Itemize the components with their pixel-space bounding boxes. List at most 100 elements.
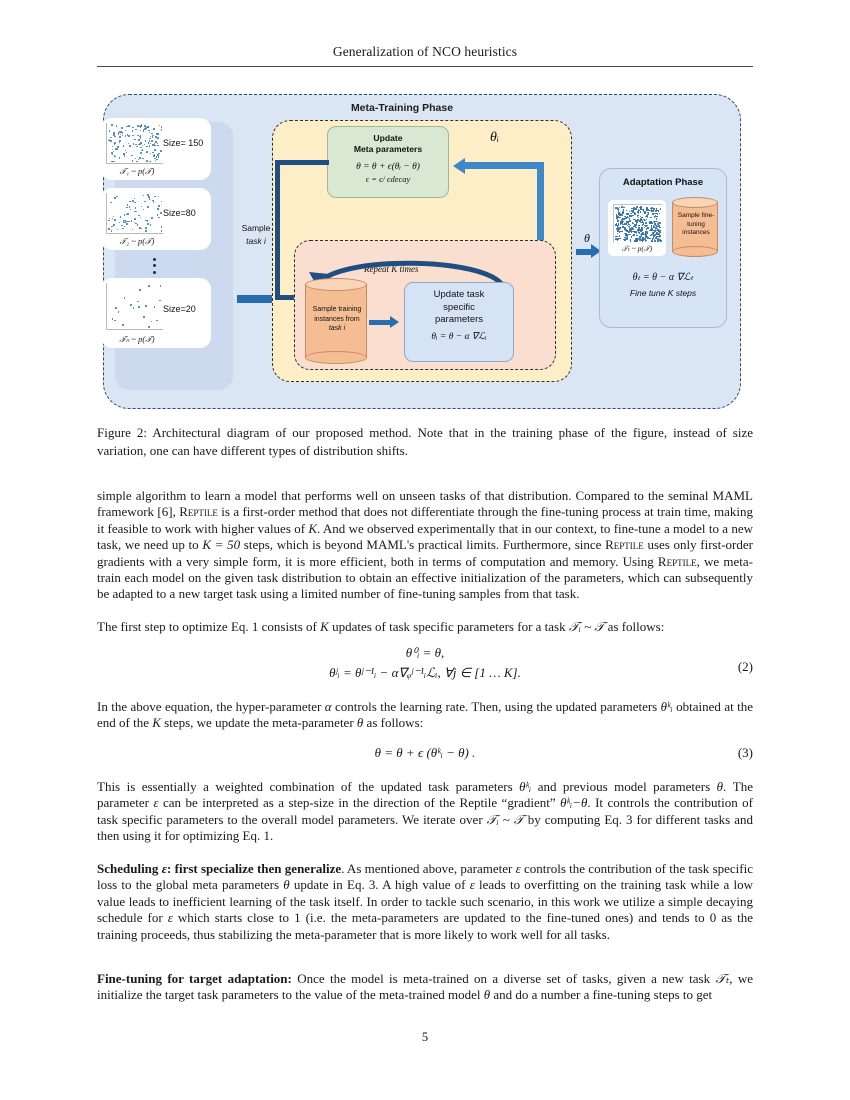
adaptation-task-card: 𝒯ₜ ~ p(𝒯): [608, 200, 666, 256]
sample-task-arrow-shaft: [237, 295, 289, 303]
p2-text-2: updates of task specific parameters for …: [328, 619, 569, 634]
equation-3: θ = θ + ϵ (θᵏᵢ − θ) . (3): [97, 745, 753, 761]
sample-task-label: Sample task i: [241, 223, 271, 246]
figure-caption-text: Architectural diagram of our proposed me…: [97, 425, 753, 458]
p5-text-1: . As mentioned above, parameter: [341, 861, 516, 876]
p2-text-3: as follows:: [604, 619, 665, 634]
meta-to-task-elbow-foot: [275, 295, 297, 300]
task-distribution-label: 𝒯₂ ~ p(𝒯): [119, 236, 155, 246]
p5-text-4: leads to overfitting on the training tas…: [97, 877, 753, 926]
meta-to-task-elbow-vertical: [275, 160, 280, 299]
theta-i-label: θᵢ: [490, 130, 500, 145]
p5-text-3: update in Eq. 3. A high value of: [289, 877, 470, 893]
p4-text-5: . It controls the contribution of task s…: [97, 795, 753, 827]
p3-symbol-alpha: α: [324, 699, 332, 714]
p3-symbol-thetaK: θᵏᵢ: [660, 699, 673, 714]
p5-text-5: which starts close to 1 (i.e. the meta-p…: [97, 910, 753, 942]
task-size-label: Size=80: [163, 208, 196, 218]
cylinder-text-3: task i: [328, 325, 346, 332]
p5-text-2: controls the contribution of the task sp…: [97, 861, 754, 893]
theta-i-arrow-head: [453, 158, 465, 174]
p4-text-1: This is essentially a weighted combinati…: [97, 779, 520, 794]
theta-output-arrow-shaft: [576, 249, 592, 255]
p6-text-2: , we initialize the target task paramete…: [97, 971, 753, 1003]
cylinder-top: [672, 197, 718, 208]
equation-2-line-2: θʲᵢ = θʲ⁻¹ᵢ − α∇ᵩʲ⁻¹ᵢℒᵢ, ∀j ∈ [1 … K].: [329, 665, 521, 680]
p3-text-3: obtained at the end of the: [97, 699, 753, 731]
p4-symbol-epsilon: ε: [153, 795, 159, 811]
p4-text-3: . The parameter: [97, 779, 753, 811]
p6-text-1: Once the model is meta-trained on a dive…: [291, 971, 716, 986]
scatter-plot-icon: [106, 193, 163, 234]
p3-text-1: In the above equation, the hyper-paramet…: [97, 699, 325, 714]
paragraph-weighted-combination: This is essentially a weighted combinati…: [97, 779, 753, 845]
p3-symbol-theta: θ: [356, 715, 364, 731]
p1-reptile-3: Reptile: [657, 553, 697, 569]
p1-text-3: . And we observed experimentally that in…: [97, 520, 754, 553]
cylinder-text-2: instances from: [314, 315, 360, 323]
theta-i-arrow-horizontal: [465, 162, 541, 169]
p1-text-6: , we meta-train each model on the given …: [97, 553, 753, 602]
task-card: Size=20 𝒯ₙ ~ p(𝒯): [101, 278, 211, 348]
p5-symbol-eps-2: ε: [469, 877, 475, 893]
theta-output-label: θ: [584, 231, 590, 245]
task-card: Size= 150 𝒯₁ ~ p(𝒯): [101, 118, 211, 180]
update-meta-title-1: Update: [373, 133, 403, 143]
cylinder-to-task-arrow-head: [390, 316, 399, 328]
p5-symbol-eps-3: ε: [167, 910, 173, 926]
cylinder-top: [305, 278, 367, 291]
equation-2-line-1: θ⁰ᵢ = θ,: [405, 645, 445, 660]
cylinder-bottom: [305, 351, 367, 364]
p2-text-1: The first step to optimize Eq. 1 consist…: [97, 619, 321, 634]
equation-2: θ⁰ᵢ = θ, θʲᵢ = θʲ⁻¹ᵢ − α∇ᵩʲ⁻¹ᵢℒᵢ, ∀j ∈ […: [97, 645, 753, 681]
p5-heading-epsilon: ε: [161, 861, 168, 876]
adapt-cylinder-text-3: instances: [682, 229, 710, 236]
p1-reptile-1: Reptile: [179, 504, 218, 520]
paragraph-scheduling: Scheduling ε: first specialize then gene…: [97, 861, 753, 943]
p2-symbol-task: 𝒯ᵢ ~ 𝒯: [568, 619, 605, 634]
equation-3-body: θ = θ + ϵ (θᵏᵢ − θ) .: [374, 745, 476, 760]
scatter-plot-icon: [106, 123, 163, 164]
adapt-cylinder-text-2: tuning: [687, 220, 705, 228]
p4-text-2: and previous model parameters: [531, 779, 717, 794]
sample-finetuning-instances-cylinder: Sample fine- tuning instances: [672, 197, 718, 257]
p6-symbol-theta: θ: [483, 987, 491, 1003]
update-task-title-2: specific: [443, 301, 475, 313]
update-meta-equation-2: ϵ = ϵ/ ϵdecay: [365, 174, 411, 184]
adaptation-distribution-label: 𝒯ₜ ~ p(𝒯): [621, 244, 653, 253]
p1-reptile-2: Reptile: [605, 537, 644, 553]
update-meta-equation-1: θ = θ + ϵ(θᵢ − θ): [356, 162, 420, 172]
equation-3-number: (3): [737, 745, 753, 760]
p3-text-2: controls the learning rate. Then, using …: [331, 699, 661, 714]
task-size-label: Size= 150: [163, 138, 204, 148]
task-card: Size=80 𝒯₂ ~ p(𝒯): [101, 188, 211, 250]
adaptation-note: Fine tune K steps: [629, 288, 697, 298]
p3-text-4: steps, we update the meta-parameter: [160, 715, 357, 731]
task-size-label: Size=20: [163, 304, 196, 314]
paragraph-reptile: simple algorithm to learn a model that p…: [97, 488, 753, 603]
paragraph-first-step: The first step to optimize Eq. 1 consist…: [97, 619, 753, 635]
figure-caption-label: Figure 2:: [97, 425, 148, 440]
p1-symbol-K50: K = 50: [202, 537, 241, 553]
adaptation-phase-title: Adaptation Phase: [622, 177, 704, 188]
figure-caption: Figure 2: Architectural diagram of our p…: [97, 424, 753, 459]
running-header: Generalization of NCO heuristics: [332, 44, 518, 59]
p5-symbol-theta: θ: [283, 877, 290, 893]
p5-heading-2: : first specialize then generalize: [167, 861, 342, 876]
p6-heading: Fine-tuning for target adaptation:: [97, 971, 292, 986]
p5-heading-1: Scheduling: [97, 861, 162, 876]
p1-text-4: steps, which is beyond MAML's practical …: [240, 537, 606, 553]
update-task-parameters-box: Update task specific parameters θᵢ = θ −…: [404, 282, 514, 362]
page-number: 5: [421, 1030, 429, 1044]
p1-text-1: simple algorithm to learn a model that p…: [97, 488, 753, 520]
p4-symbol-theta: θ: [716, 779, 724, 794]
equation-2-number: (2): [737, 659, 753, 674]
p4-symbol-task: 𝒯ᵢ ~ 𝒯: [486, 811, 524, 827]
meta-to-task-elbow-horizontal: [275, 160, 329, 165]
paragraph-hyperparameter: In the above equation, the hyper-paramet…: [97, 699, 753, 732]
p4-symbol-thetaK: θᵏᵢ: [519, 779, 532, 794]
p3-symbol-K: K: [152, 715, 161, 731]
p2-symbol-K: K: [320, 619, 329, 634]
header-rule: [97, 66, 753, 67]
cylinder-text-1: Sample training: [312, 306, 362, 313]
